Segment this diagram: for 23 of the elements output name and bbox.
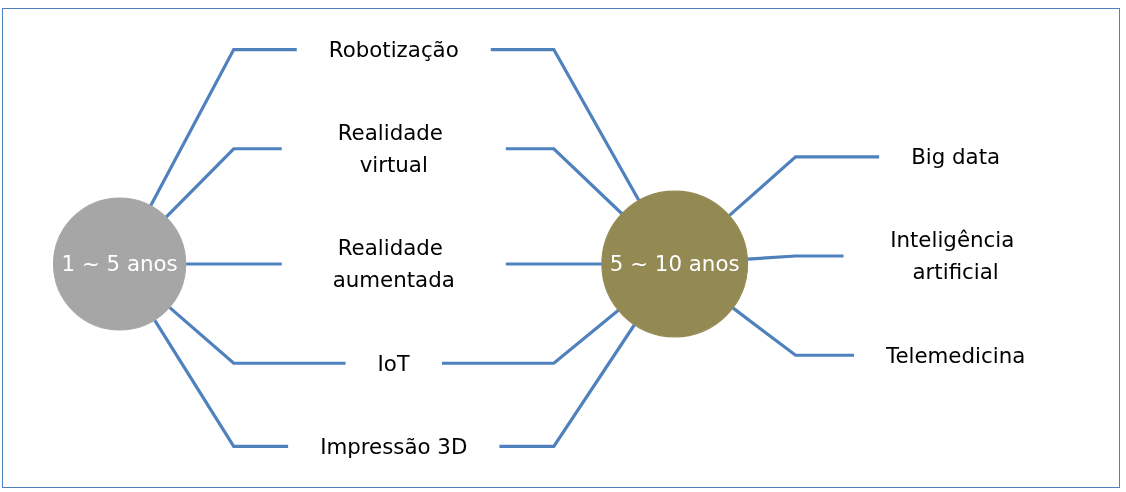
node-circle: 5 ~ 10 anos: [601, 190, 749, 338]
node-text: Realidade virtual: [338, 119, 444, 178]
node-text: Realidade aumentada: [333, 235, 456, 293]
connector: [168, 306, 346, 365]
node-text: Robotização: [329, 36, 460, 63]
connector: [491, 47, 641, 202]
connector: [149, 47, 298, 207]
connector: [499, 323, 637, 449]
node-text: Impressão 3D: [320, 433, 468, 460]
node-circle: 1 ~ 5 anos: [53, 197, 187, 331]
node-text: Telemedicina: [886, 342, 1026, 369]
connector: [506, 262, 603, 266]
node-text: Big data: [911, 143, 1001, 170]
node-text: Inteligência artificial: [890, 227, 1015, 285]
connector: [506, 147, 624, 215]
connector: [442, 309, 620, 365]
connector: [732, 306, 855, 357]
connector: [186, 262, 283, 266]
connector: [747, 254, 844, 261]
node-text: IoT: [377, 350, 411, 377]
connector: [153, 319, 289, 449]
connector: [728, 155, 880, 217]
connector: [165, 147, 283, 219]
